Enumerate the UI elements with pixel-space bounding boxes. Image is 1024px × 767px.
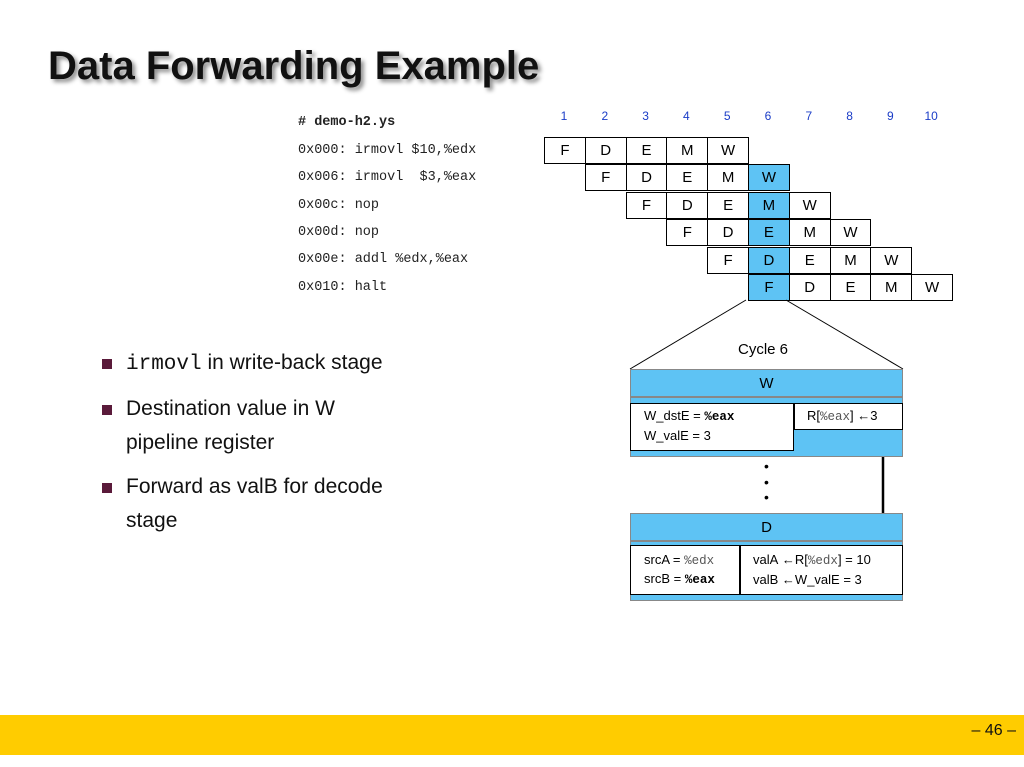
left-arrow-icon: ←	[781, 552, 795, 567]
bullet-item: irmovl in write-back stage	[100, 346, 400, 382]
w-stage-bar: W	[630, 369, 903, 397]
code-line: 0x006: irmovl $3,%eax	[298, 170, 477, 185]
code-header: # demo-h2.ys	[298, 115, 396, 130]
rw-suffix: ]	[850, 408, 854, 423]
register-write-box: R[%eax] ←3	[794, 403, 903, 430]
pipeline-stage-cell: D	[748, 246, 790, 274]
cycle-number: 9	[887, 109, 894, 123]
pipeline-stage-cell: W	[911, 274, 953, 301]
pipeline-stage-cell: M	[788, 219, 831, 247]
pipeline-stage-cell: M	[707, 164, 749, 192]
valA: valA ←R[%edx] = 10	[753, 552, 871, 568]
cycle-number: 3	[642, 109, 649, 123]
w-dste: W_dstE = %eax	[644, 408, 734, 424]
code-line: 0x00d: nop	[298, 225, 380, 240]
pipeline-stage-cell: F	[625, 191, 668, 219]
pipeline-stage-cell: M	[748, 191, 790, 219]
srcA-label: srcA =	[644, 552, 685, 567]
pipeline-stage-cell: D	[788, 274, 831, 301]
bullet-mono: irmovl	[126, 353, 202, 376]
pipeline-stage-cell: F	[666, 219, 709, 247]
cycle-number: 7	[805, 109, 813, 123]
cycle-number: 10	[924, 109, 938, 123]
valA-suffix: ] = 10	[837, 552, 871, 567]
code-line: 0x00c: nop	[298, 198, 380, 213]
left-arrow-icon: ←	[857, 408, 871, 423]
srcB-label: srcB =	[644, 571, 685, 586]
pipeline-stage-cell: W	[870, 246, 913, 274]
pipeline-stage-cell: W	[748, 164, 790, 192]
cycle-number: 4	[683, 109, 690, 123]
srcA: srcA = %edx	[644, 552, 714, 568]
cycle-label: Cycle 6	[738, 341, 789, 358]
w-dste-label: W_dstE =	[644, 408, 705, 423]
register-write: R[%eax] ←3	[807, 408, 878, 424]
w-vale: W_valE = 3	[644, 428, 711, 443]
ellipsis-dot: •	[764, 458, 769, 474]
valB-value: W_valE = 3	[794, 572, 862, 587]
rw-reg: %eax	[820, 410, 851, 424]
slide-title: Data Forwarding Example	[48, 44, 540, 88]
cycle-number: 1	[560, 109, 568, 123]
bullet-text: in write-back stage	[201, 351, 383, 374]
pipeline-stage-cell: W	[707, 137, 749, 164]
pipeline-stage-cell: D	[707, 219, 749, 247]
pipeline-stage-cell: E	[707, 191, 749, 219]
valA-label: valA	[753, 552, 779, 567]
pipeline-stage-cell: D	[625, 164, 668, 192]
code-line: 0x000: irmovl $10,%edx	[298, 143, 477, 158]
rw-value: 3	[870, 408, 878, 423]
ellipsis-dot: •	[764, 489, 769, 505]
valB: valB ←W_valE = 3	[753, 572, 862, 587]
page-number: – 46 –	[971, 722, 1016, 739]
srcA-reg: %edx	[684, 554, 715, 568]
valA-reg: %edx	[807, 554, 838, 568]
pipeline-stage-cell: F	[544, 137, 586, 164]
code-line: 0x010: halt	[298, 280, 388, 295]
cycle-number: 6	[764, 109, 772, 123]
left-arrow-icon: ←	[781, 572, 795, 587]
pipeline-stage-cell: E	[666, 164, 709, 192]
cycle-number: 8	[846, 109, 853, 123]
bullet-text: Forward as valB for decode stage	[126, 475, 383, 532]
valB-label: valB	[753, 572, 779, 587]
pipeline-stage-cell: D	[584, 137, 627, 164]
bullet-item: Forward as valB for decode stage	[100, 470, 400, 538]
d-stage-bar: D	[630, 513, 903, 541]
bullet-list: irmovl in write-back stage Destination v…	[100, 346, 400, 548]
cycle-number: 5	[723, 109, 731, 123]
pipeline-stage-cell: E	[748, 219, 790, 247]
srcB: srcB = %eax	[644, 571, 715, 587]
srcB-reg: %eax	[684, 573, 715, 587]
pipeline-stage-cell: M	[829, 246, 872, 274]
code-line: 0x00e: addl %edx,%eax	[298, 252, 469, 267]
bullet-item: Destination value in W pipeline register	[100, 392, 400, 460]
ellipsis-dot: •	[764, 474, 769, 490]
w-dste-reg: %eax	[704, 410, 735, 424]
pipeline-stage-cell: W	[788, 191, 831, 219]
w-register-box: W_dstE = %eax W_valE = 3	[630, 403, 794, 451]
bullet-text: Destination value in W pipeline register	[126, 397, 335, 454]
cycle-number: 2	[601, 109, 609, 123]
rw-prefix: R[	[807, 408, 820, 423]
d-src-box: srcA = %edx srcB = %eax	[630, 545, 740, 595]
footer-bar: – 46 –	[0, 715, 1024, 755]
valA-prefix: R[	[794, 552, 808, 567]
pipeline-stage-cell: W	[829, 219, 872, 247]
d-val-box: valA ←R[%edx] = 10 valB ←W_valE = 3	[740, 545, 903, 595]
